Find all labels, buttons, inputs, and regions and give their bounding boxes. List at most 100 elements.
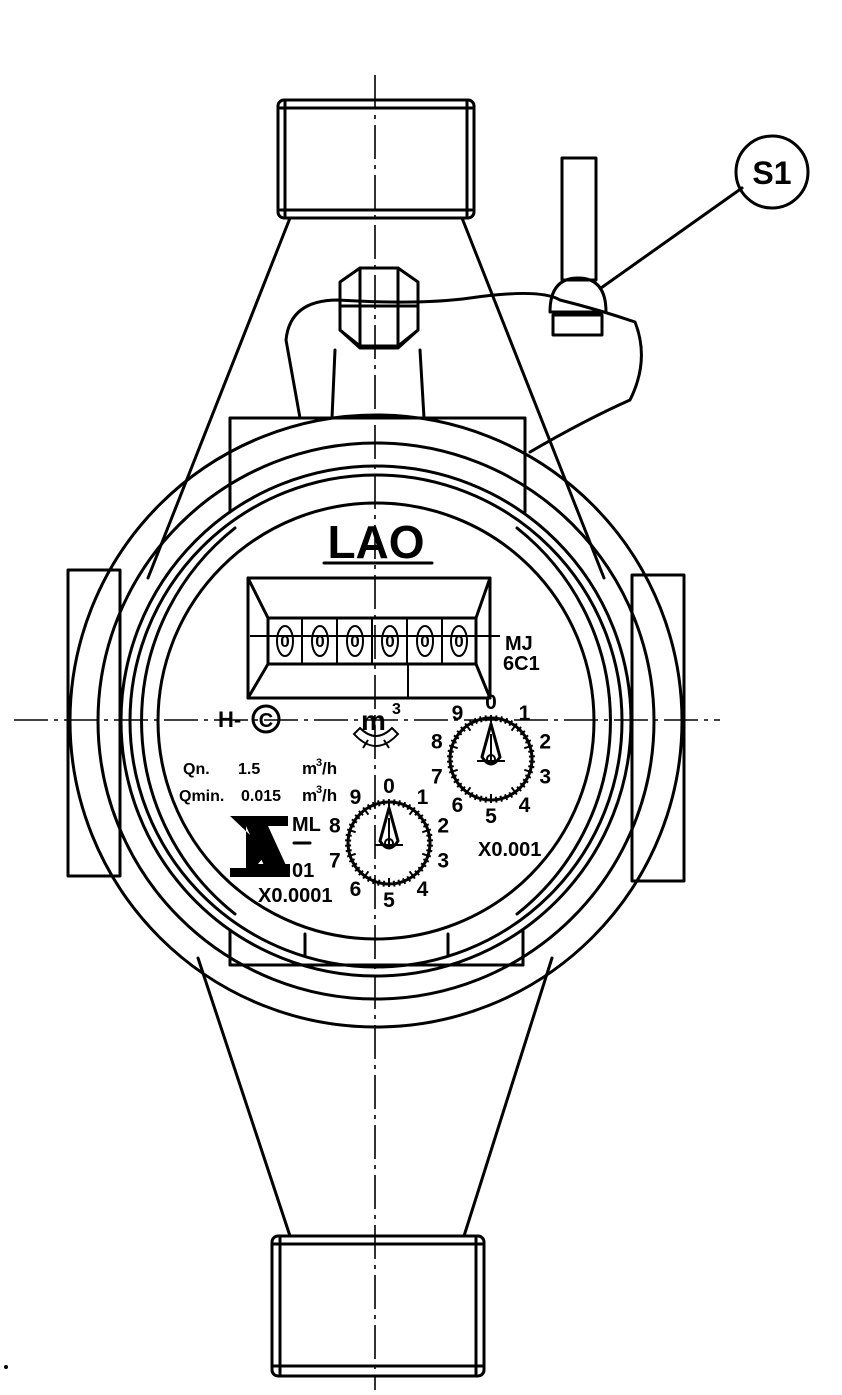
- dial-tick: [377, 800, 381, 807]
- dial-tick: [426, 833, 433, 837]
- qmin-label: Qmin.: [179, 788, 224, 805]
- dial-tick: [358, 870, 364, 876]
- dial-tick: [464, 786, 472, 796]
- qn-unit-sup: 3: [316, 757, 322, 769]
- dial-tick: [473, 717, 478, 725]
- dial-hub: [384, 838, 394, 848]
- dial-number: 5: [485, 805, 497, 828]
- lao-logo: LAO: [322, 516, 434, 568]
- qn-unit-base: m: [302, 759, 317, 778]
- odometer-digit: 0: [350, 632, 359, 651]
- dial-tick: [351, 862, 358, 868]
- dial-tick: [504, 717, 509, 725]
- dial-tick: [346, 852, 357, 858]
- dial-number: 6: [452, 794, 464, 817]
- dial-tick: [447, 749, 454, 753]
- dial-tick: [420, 862, 427, 868]
- callout-s1: S1: [599, 134, 810, 290]
- digit-outline: [276, 625, 294, 657]
- hex-nut: [330, 266, 426, 420]
- dial-tick: [348, 858, 356, 863]
- dial-tick: [494, 796, 498, 803]
- dial-tick: [516, 726, 522, 732]
- dial-tick: [371, 877, 376, 885]
- dial-tick: [456, 782, 463, 788]
- dial-tick: [504, 793, 509, 801]
- dial-tick: [345, 849, 352, 853]
- dial-number: 7: [329, 850, 341, 873]
- dial-number: 6: [350, 878, 362, 901]
- approval-mark: ML 01: [230, 814, 321, 882]
- dial-number: 7: [431, 766, 443, 789]
- dial-tick: [366, 875, 372, 883]
- callout-label: S1: [752, 155, 791, 191]
- dial-tick: [468, 791, 474, 799]
- dial-tick: [422, 858, 430, 863]
- dial-tick: [528, 765, 535, 769]
- dial-number: 2: [539, 730, 551, 753]
- dial-tick: [392, 880, 396, 887]
- dial-tick: [354, 866, 361, 872]
- dial-x0001-multiplier: X0.001: [478, 839, 541, 861]
- dial-tick: [414, 810, 420, 816]
- bottom-connector: [270, 1234, 486, 1378]
- dial-tick: [508, 791, 514, 799]
- dial-number: 2: [437, 814, 449, 837]
- dial-tick: [417, 866, 424, 872]
- qn-value: 1.5: [238, 761, 260, 778]
- dial-tick: [510, 786, 518, 796]
- odometer-digit: 0: [385, 632, 394, 651]
- dial-tick: [523, 768, 534, 774]
- metrological-class: H- C: [218, 704, 281, 734]
- dial-tick: [484, 715, 488, 722]
- dial-tick: [408, 806, 416, 816]
- dial-number: 8: [329, 814, 341, 837]
- dial-tick: [426, 849, 433, 853]
- dial-tick: [358, 810, 364, 816]
- dial-tick: [447, 765, 454, 769]
- dial-tick: [366, 803, 372, 811]
- dial-number: 5: [383, 889, 395, 912]
- dial-tick: [499, 716, 503, 723]
- dial-tick: [397, 879, 401, 886]
- dial-tick: [417, 814, 424, 820]
- dial-tick: [348, 823, 356, 828]
- dial-tick: [516, 786, 522, 792]
- approval-bottom: 01: [292, 860, 314, 882]
- dial-tick: [524, 739, 532, 744]
- digit-outline: [450, 625, 468, 657]
- qmin-unit-sup: 3: [316, 784, 322, 796]
- dial-tick: [484, 796, 488, 803]
- class-letter: C: [259, 710, 273, 732]
- dial-tick: [510, 722, 518, 732]
- top-connector: [276, 98, 476, 220]
- bottom-block: [228, 928, 525, 967]
- dial-tick: [414, 870, 420, 876]
- unit-m3: m 3: [352, 701, 401, 749]
- dial-tick: [382, 880, 386, 887]
- dial-tick: [421, 852, 432, 858]
- digit-outline: [381, 625, 399, 657]
- meter-body-outline: [146, 216, 606, 1238]
- qmin-unit-base: m: [302, 786, 317, 805]
- dial-tick: [464, 722, 472, 732]
- dial-number: 0: [383, 775, 395, 798]
- dial-number: 9: [452, 702, 464, 725]
- approval-top: ML: [292, 814, 321, 836]
- dial-number: 4: [417, 878, 429, 901]
- digit-outline: [416, 625, 434, 657]
- dial-tick: [392, 799, 396, 806]
- dial-tick: [473, 793, 478, 801]
- dial-tick: [460, 786, 466, 792]
- dial-number: 1: [519, 702, 531, 725]
- qn-label: Qn.: [183, 761, 210, 778]
- dial-number: 4: [519, 794, 531, 817]
- stray-mark: [4, 1365, 8, 1369]
- dial-tick: [382, 799, 386, 806]
- dial-tick: [408, 870, 416, 880]
